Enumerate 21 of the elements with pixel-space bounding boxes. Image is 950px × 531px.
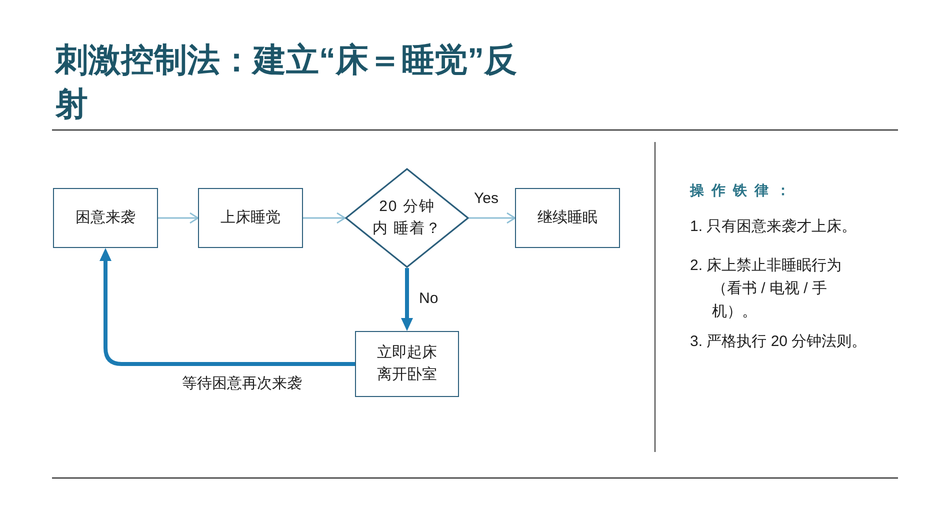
step-text: 上床睡觉	[220, 208, 280, 228]
arrow	[469, 212, 516, 224]
arrow	[303, 212, 346, 224]
edge-label: 等待困意再次来袭	[180, 375, 304, 393]
list-item: 2. 床上禁止非睡眠行为（看书 / 电视 / 手机）。	[690, 256, 843, 322]
process-box	[53, 188, 158, 248]
decision-diamond	[345, 168, 469, 268]
step-text: 继续睡眠	[538, 208, 598, 228]
process-box	[515, 188, 620, 248]
step-text: 立即起床离开卧室	[376, 343, 438, 385]
arrow	[158, 212, 199, 224]
section-heading: 操作铁律：	[690, 181, 798, 200]
process-box	[355, 331, 459, 397]
process-box	[198, 188, 303, 248]
list-item: 1. 只有困意来袭才上床。	[690, 217, 858, 237]
step-text: 20 分钟内 睡着？	[372, 197, 442, 239]
step-text: 困意来袭	[76, 208, 136, 228]
arrow	[100, 248, 355, 366]
arrow	[401, 268, 413, 331]
list-item: 3. 严格执行 20 分钟法则。	[690, 332, 868, 352]
slide-title: 刺激控制法：建立“床＝睡觉”反射	[55, 40, 518, 124]
